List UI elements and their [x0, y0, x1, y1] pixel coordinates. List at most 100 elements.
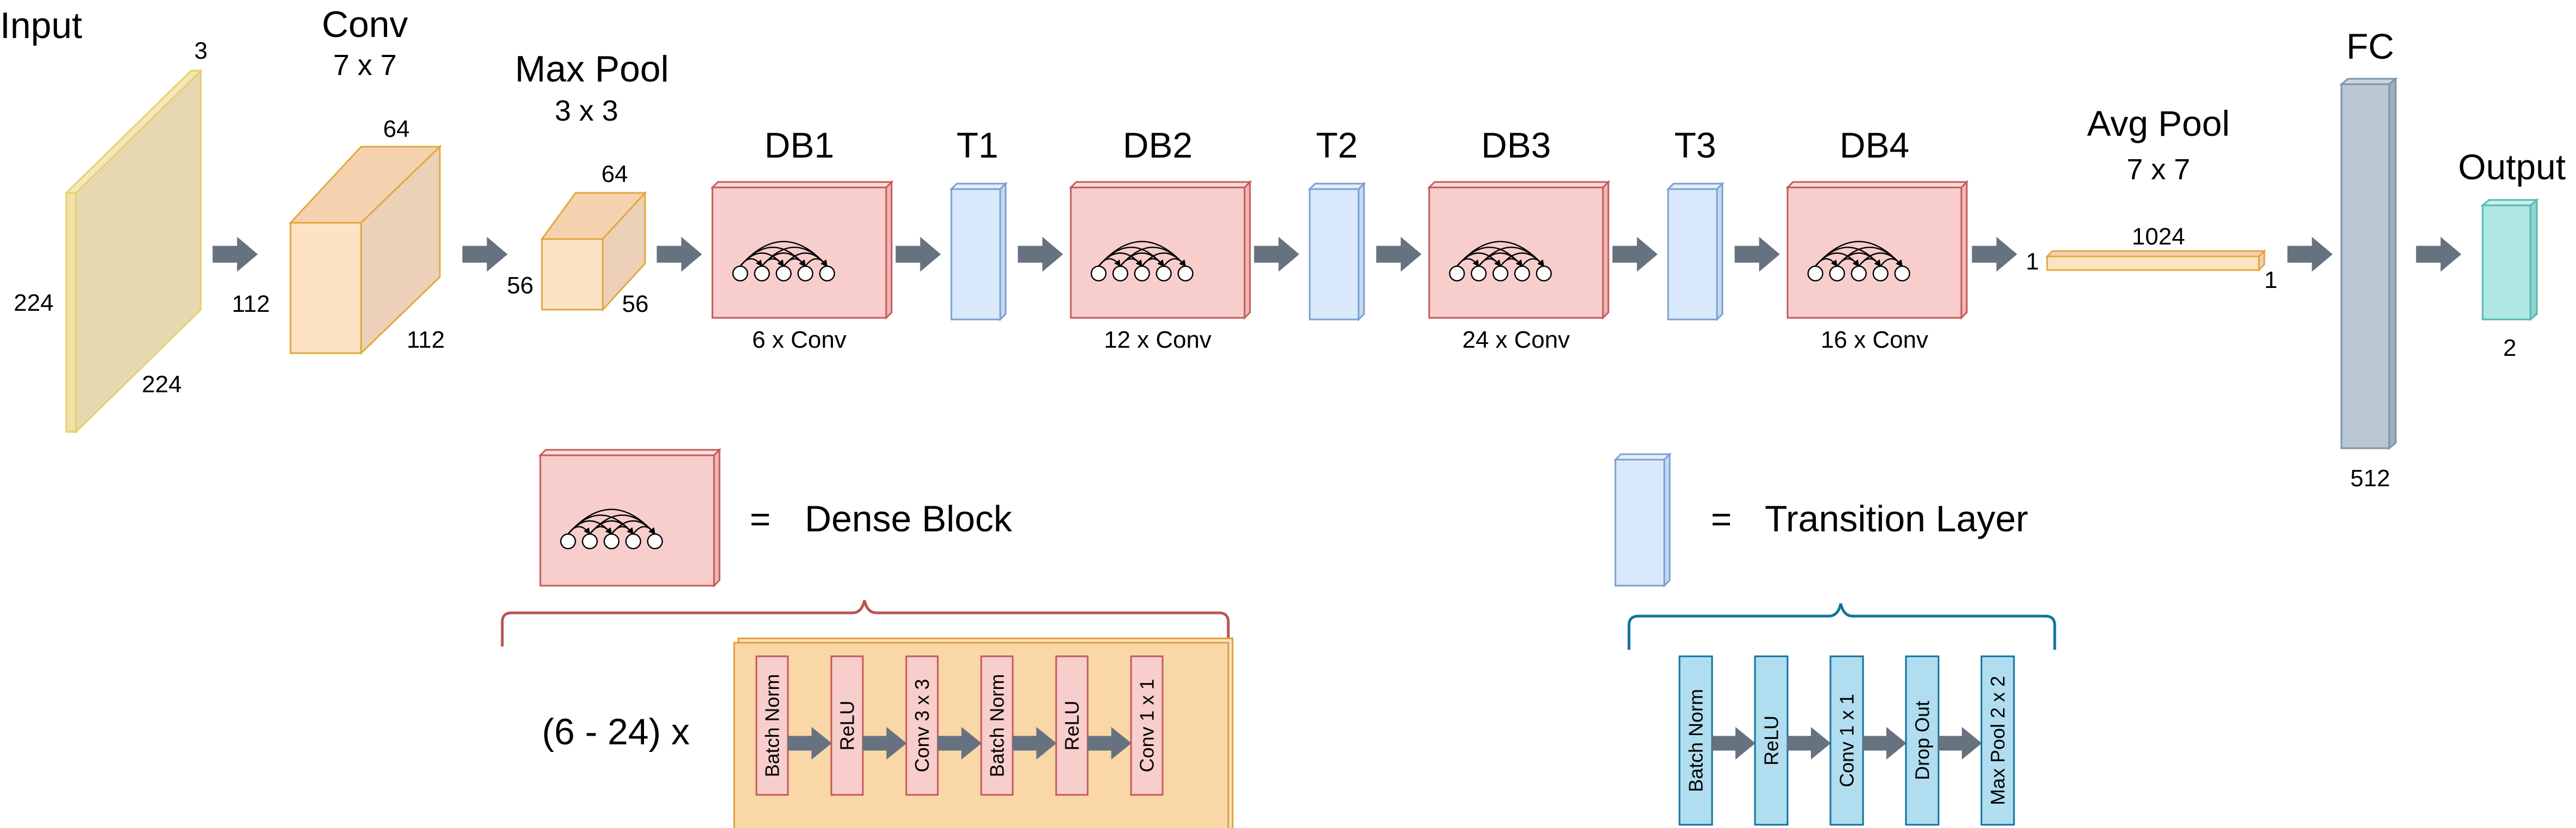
right-arrow-icon [1612, 236, 1658, 272]
layer-label: Conv 1 x 1 [1836, 694, 1858, 787]
layer-column: ReLU [1055, 655, 1089, 796]
input-slab-top [64, 70, 203, 194]
right-arrow-icon [1734, 236, 1780, 272]
dense-node [1156, 265, 1172, 282]
dense-node [1112, 265, 1128, 282]
conv-depth-label: 64 [383, 116, 410, 142]
avgpool-left-label: 1 [2026, 248, 2039, 275]
avgpool-title: Avg Pool [2087, 103, 2230, 143]
dense-block-db1 [710, 180, 894, 320]
legend-dense-block-icon [538, 448, 722, 588]
output-front-face [2482, 204, 2531, 321]
layer-column: Max Pool 2 x 2 [1980, 655, 2015, 826]
t1-title: T1 [956, 125, 998, 165]
layer-label: Batch Norm [761, 674, 784, 777]
dense-node [1470, 265, 1487, 282]
layer-column: Batch Norm [1678, 655, 1713, 826]
dense-repeat-label: (6 - 24) x [542, 711, 690, 752]
db4-count-label: 16 x Conv [1821, 327, 1928, 353]
transition-layer-t1 [949, 181, 1008, 322]
layer-label: Conv 3 x 3 [911, 679, 933, 772]
transition-detail-layers: Batch Norm ReLU Conv 1 x 1 Drop Out Max Pool… [1678, 655, 2015, 826]
maxpool-title: Max Pool [515, 48, 668, 90]
dense-node [732, 265, 748, 282]
maxpool-front-face [541, 238, 604, 311]
dense-node [775, 265, 792, 282]
right-arrow-icon [1787, 726, 1831, 760]
legend-transition-label: Transition Layer [1765, 498, 2028, 540]
dense-node [1514, 265, 1530, 282]
layer-label: ReLU [1061, 700, 1083, 750]
maxpool-width-label: 56 [622, 291, 649, 317]
right-arrow-icon [656, 236, 702, 272]
input-height-label: 224 [14, 290, 53, 316]
right-arrow-icon [212, 236, 258, 272]
maxpool-depth-label: 64 [602, 161, 628, 187]
dense-block-front-face [1786, 186, 1962, 319]
avgpool-right-label: 1 [2264, 267, 2277, 293]
conv-width-label: 112 [407, 327, 445, 353]
right-arrow-icon [1087, 726, 1132, 760]
avgpool-front-face [2046, 255, 2260, 271]
layer-label: ReLU [1760, 716, 1783, 766]
layer-column: ReLU [1754, 655, 1789, 826]
dense-node [1894, 265, 1910, 282]
right-arrow-icon [862, 726, 907, 760]
layer-label: Drop Out [1911, 701, 1934, 780]
db2-title: DB2 [1123, 125, 1192, 165]
avgpool-kernel-label: 7 x 7 [2126, 153, 2190, 186]
legend-transition-equals: = [1711, 499, 1732, 539]
db1-title: DB1 [765, 125, 834, 165]
db3-title: DB3 [1481, 125, 1551, 165]
dense-node [1134, 265, 1150, 282]
dense-brace-icon [501, 600, 1230, 647]
layer-label: Batch Norm [1685, 689, 1707, 792]
maxpool-kernel-label: 3 x 3 [554, 95, 618, 127]
maxpool-height-label: 56 [507, 272, 534, 299]
db2-count-label: 12 x Conv [1104, 327, 1211, 353]
layer-column: Drop Out [1905, 655, 1940, 826]
right-arrow-icon [1712, 726, 1756, 760]
dense-node [647, 533, 663, 550]
output-title: Output [2458, 147, 2566, 187]
right-arrow-icon [2287, 236, 2333, 272]
t2-title: T2 [1316, 125, 1358, 165]
dense-connection-icon [740, 241, 828, 267]
layer-label: Max Pool 2 x 2 [1987, 676, 2009, 805]
layer-column: Batch Norm [980, 655, 1014, 796]
fc-title: FC [2346, 26, 2394, 66]
input-block [64, 68, 203, 434]
dense-node [1807, 265, 1823, 282]
db3-count-label: 24 x Conv [1462, 327, 1570, 353]
transition-layer-t3 [1666, 181, 1725, 322]
dense-node [582, 533, 598, 550]
transition-front-face [1667, 188, 1718, 321]
conv-kernel-label: 7 x 7 [333, 49, 396, 81]
dense-block-db2 [1069, 180, 1252, 320]
conv-title: Conv [322, 4, 408, 45]
layer-column: Conv 1 x 1 [1130, 655, 1164, 796]
dense-detail-layers: Batch Norm ReLU Conv 3 x 3 Batch Norm ReLU Co… [755, 655, 1164, 796]
right-arrow-icon [787, 726, 832, 760]
avgpool-block [2045, 249, 2266, 272]
right-arrow-icon [1012, 726, 1057, 760]
right-arrow-icon [1018, 236, 1063, 272]
right-arrow-icon [1972, 236, 2017, 272]
dense-connection-icon [1456, 241, 1545, 267]
dense-node [819, 265, 835, 282]
dense-node [1177, 265, 1194, 282]
layer-label: Batch Norm [986, 674, 1008, 777]
output-side-face [2529, 198, 2538, 322]
fc-side-face [2388, 77, 2397, 450]
legend-dense-block-label: Dense Block [805, 498, 1013, 540]
input-depth-label: 3 [194, 37, 207, 64]
right-arrow-icon [1938, 726, 1982, 760]
fc-front-face [2340, 83, 2390, 449]
layer-column: ReLU [830, 655, 864, 796]
fc-size-label: 512 [2350, 465, 2390, 492]
dense-block-front-face [711, 186, 887, 319]
avgpool-depth-label: 1024 [2132, 223, 2185, 250]
dense-node [1829, 265, 1845, 282]
dense-block-front-face [539, 454, 715, 587]
